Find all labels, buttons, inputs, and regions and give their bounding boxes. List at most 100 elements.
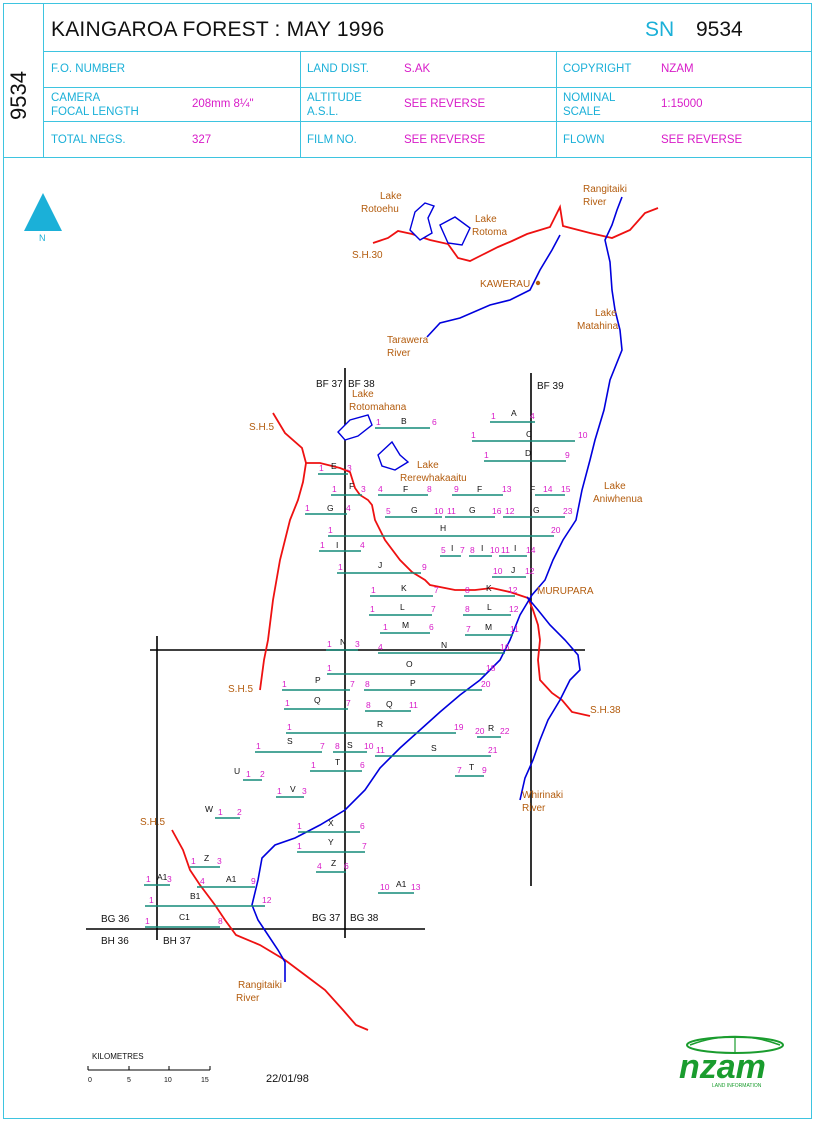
film-no-label: FILM NO. xyxy=(307,134,357,146)
flight-line-end-number: 6 xyxy=(432,417,437,427)
place-label: Aniwhenua xyxy=(593,494,643,505)
scale-title: KILOMETRES xyxy=(92,1052,144,1061)
flight-line-end-number: 2 xyxy=(260,769,265,779)
flight-line-start-number: 10 xyxy=(493,566,503,576)
nzam-logo-icon: nzam LAND INFORMATION xyxy=(679,1035,784,1089)
flight-line-end-number: 10 xyxy=(364,741,374,751)
flight-line-start-number: 8 xyxy=(465,585,470,595)
flight-line-start-number: 20 xyxy=(475,726,485,736)
flight-line-label: F xyxy=(477,484,482,494)
flight-line-start-number: 7 xyxy=(457,765,462,775)
flight-line-end-number: 12 xyxy=(509,604,519,614)
place-label: Whirinaki xyxy=(522,790,563,801)
flight-line-label: F xyxy=(530,484,535,494)
flight-line-start-number: 1 xyxy=(332,484,337,494)
place-label: Rotoma xyxy=(472,227,507,238)
flight-line-start-number: 8 xyxy=(335,741,340,751)
flight-line-start-number: 1 xyxy=(218,807,223,817)
flight-line-label: I xyxy=(336,540,338,550)
header-divider xyxy=(556,51,557,157)
flight-line-end-number: 8 xyxy=(218,916,223,926)
flight-line-start-number: 1 xyxy=(383,622,388,632)
flight-line-label: J xyxy=(378,560,382,570)
place-label: S.H.5 xyxy=(228,684,253,695)
flight-line-end-number: 6 xyxy=(344,861,349,871)
flight-line-label: C xyxy=(526,429,532,439)
camera-value: 208mm 8¼" xyxy=(192,98,254,110)
flight-line-start-number: 1 xyxy=(297,821,302,831)
header-divider xyxy=(3,157,812,158)
flight-line-end-number: 3 xyxy=(361,484,366,494)
flight-line-end-number: 11 xyxy=(510,624,519,634)
flown-value: SEE REVERSE xyxy=(661,134,743,146)
altitude-label: ALTITUDE xyxy=(307,92,362,104)
place-label: Matahina xyxy=(577,321,619,332)
flight-line-end-number: 22 xyxy=(500,726,510,736)
place-label: Lake xyxy=(604,481,626,492)
flight-line-start-number: 8 xyxy=(465,604,470,614)
flight-line-label: Q xyxy=(386,699,393,709)
north-arrow-icon xyxy=(24,193,62,231)
flight-line-label: R xyxy=(488,723,494,733)
grid-reference-label: BF 39 xyxy=(537,381,564,392)
place-label: River xyxy=(522,803,546,814)
flight-line-end-number: 20 xyxy=(551,525,561,535)
place-label: River xyxy=(583,197,607,208)
place-label: Rangitaiki xyxy=(238,980,282,991)
flight-line-end-number: 2 xyxy=(237,807,242,817)
flight-line-label: M xyxy=(485,622,492,632)
flight-line-end-number: 16 xyxy=(500,642,510,652)
flight-line-start-number: 1 xyxy=(338,562,343,572)
scale-tick-10: 10 xyxy=(164,1077,172,1084)
flight-line-start-number: 4 xyxy=(200,876,205,886)
print-date: 22/01/98 xyxy=(266,1073,309,1085)
flight-line-start-number: 1 xyxy=(256,741,261,751)
flight-line-label: O xyxy=(406,659,413,669)
flight-line-start-number: 1 xyxy=(146,874,151,884)
flight-line-label: G xyxy=(469,505,476,515)
flight-line-start-number: 4 xyxy=(378,484,383,494)
flight-line-end-number: 10 xyxy=(490,545,500,555)
flight-line-start-number: 1 xyxy=(328,525,333,535)
kawerau-point-icon xyxy=(535,280,541,286)
flight-line-label: J xyxy=(511,565,515,575)
flight-line-label: S xyxy=(287,736,293,746)
fo-number-label: F.O. NUMBER xyxy=(51,63,126,75)
header-divider xyxy=(300,51,301,157)
flight-line-label: K xyxy=(401,583,407,593)
grid-reference-label: BH 37 xyxy=(163,936,191,947)
flight-line-start-number: 11 xyxy=(376,745,385,755)
flight-line-start-number: 8 xyxy=(365,679,370,689)
flight-line-start-number: 9 xyxy=(454,484,459,494)
flight-line-label: A1 xyxy=(226,874,237,884)
flight-line-start-number: 14 xyxy=(543,484,553,494)
flight-line-label: A1 xyxy=(157,872,168,882)
flight-line-end-number: 16 xyxy=(492,506,502,516)
flight-line-end-number: 10 xyxy=(578,430,588,440)
grid-reference-label: BG 36 xyxy=(101,914,130,925)
asl-label: A.S.L. xyxy=(307,106,339,118)
flight-line-start-number: 1 xyxy=(327,639,332,649)
scale-tick-0: 0 xyxy=(88,1077,92,1084)
flight-line-label: F xyxy=(349,481,354,491)
flight-line-end-number: 7 xyxy=(350,679,355,689)
place-label: S.H.30 xyxy=(352,250,383,261)
flight-line-label: Y xyxy=(328,837,334,847)
place-label: Lake xyxy=(475,214,497,225)
flight-line-start-number: 1 xyxy=(287,722,292,732)
flight-line-start-number: 5 xyxy=(386,506,391,516)
flight-line-label: D xyxy=(525,448,531,458)
flight-line-end-number: 3 xyxy=(302,786,307,796)
flight-line-start-number: 1 xyxy=(371,585,376,595)
place-label: Rerewhakaaitu xyxy=(400,473,467,484)
flight-line-end-number: 9 xyxy=(482,765,487,775)
copyright-value: NZAM xyxy=(661,63,694,75)
camera-label: CAMERA xyxy=(51,92,101,104)
flight-line-end-number: 10 xyxy=(434,506,444,516)
flight-line-end-number: 18 xyxy=(486,663,496,673)
flight-line-start-number: 1 xyxy=(277,786,282,796)
header-divider xyxy=(43,51,812,52)
map-grid xyxy=(86,368,585,940)
flight-line-end-number: 4 xyxy=(360,540,365,550)
